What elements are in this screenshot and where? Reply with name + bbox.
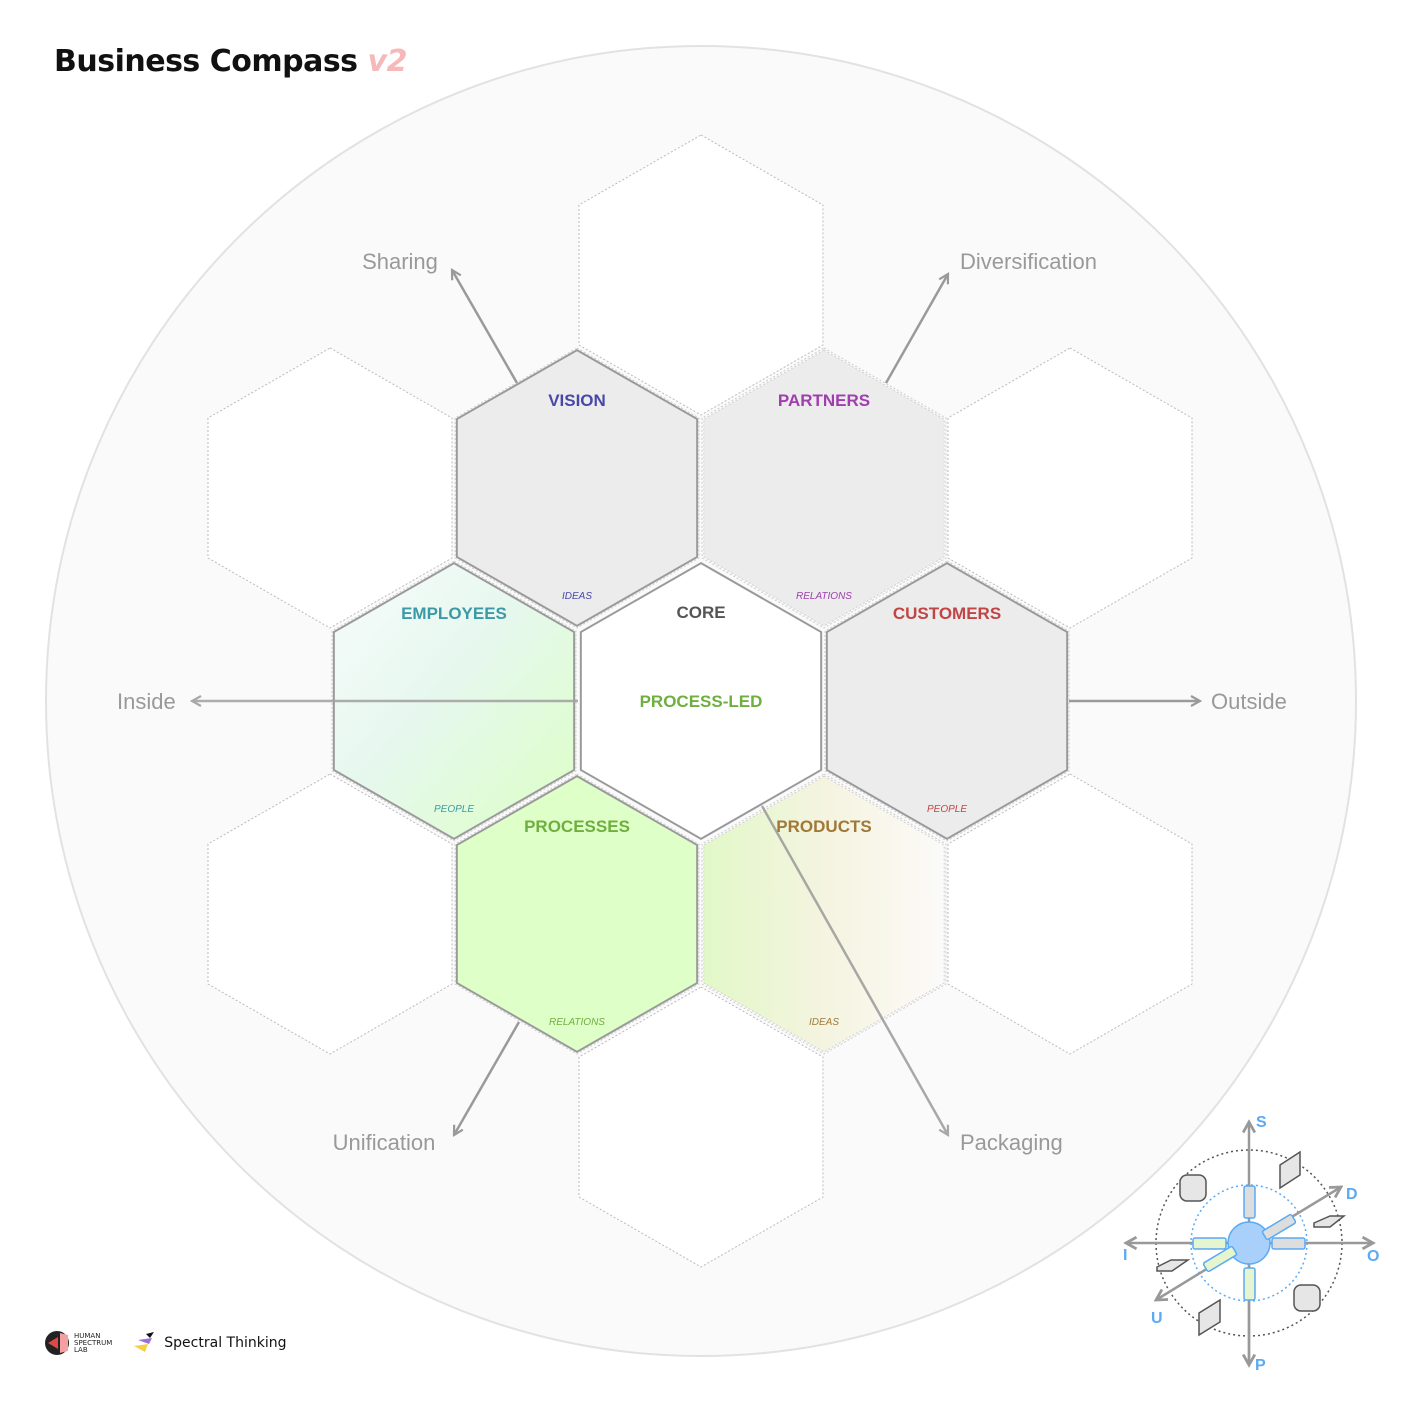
axis-label-inside: Inside: [117, 689, 176, 714]
arrow-packaging: [760, 805, 948, 1135]
title-text: Business Compass: [54, 44, 358, 79]
mini-label-d: D: [1346, 1186, 1358, 1203]
hex-label-vision: VISION: [548, 391, 606, 410]
empty-hex-bottom-right: [947, 773, 1193, 1055]
hex-processes: [455, 774, 699, 1054]
hex-sub-processes: RELATIONS: [549, 1017, 605, 1028]
axis-label-outside: Outside: [1211, 689, 1287, 714]
hex-outline-employees: [331, 560, 577, 842]
empty-hex-top: [578, 134, 824, 416]
hex-value-core: PROCESS-LED: [640, 692, 763, 711]
axis-arrows: [192, 270, 1200, 1135]
title-version: v2: [367, 44, 408, 79]
spectral-thinking-icon: [134, 1332, 155, 1352]
mini-label-u: U: [1151, 1310, 1163, 1327]
hex-outline-processes: [454, 773, 700, 1055]
mini-label-s: S: [1256, 1114, 1267, 1131]
hex-outline-vision: [454, 347, 700, 629]
empty-hex-bottom: [578, 986, 824, 1268]
hex-core: [579, 561, 823, 841]
hex-outline-partners: [701, 347, 947, 629]
hex-sub-employees: PEOPLE: [434, 804, 474, 815]
axis-label-packaging: Packaging: [960, 1130, 1063, 1155]
hex-outline-products: [701, 773, 947, 1055]
hex-label-products: PRODUCTS: [776, 817, 871, 836]
hex-label-core: CORE: [676, 603, 725, 622]
arrow-diversification: [884, 274, 948, 384]
hex-vision: [455, 348, 699, 628]
hex-sub-customers: PEOPLE: [927, 804, 967, 815]
hsl-line: LAB: [74, 1345, 88, 1354]
page-title: Business Compass v2: [54, 44, 407, 79]
hex-label-partners: PARTNERS: [778, 391, 870, 410]
hex-label-employees: EMPLOYEES: [401, 604, 507, 623]
arrow-sharing: [452, 270, 519, 384]
axis-label-sharing: Sharing: [362, 249, 438, 274]
axis-label-unification: Unification: [333, 1130, 436, 1155]
mini-label-p: P: [1255, 1357, 1266, 1374]
hex-label-processes: PROCESSES: [524, 817, 630, 836]
empty-hex-top-right: [947, 347, 1193, 629]
arrow-unification: [454, 1021, 521, 1135]
hsl-line: HUMAN: [74, 1331, 101, 1340]
empty-hex-bottom-left: [207, 773, 453, 1055]
axis-label-diversification: Diversification: [960, 249, 1097, 274]
mini-label-i: I: [1123, 1247, 1127, 1264]
empty-hex-top-left: [207, 347, 453, 629]
hex-customers: [825, 561, 1069, 841]
spectral-thinking-logo: Spectral Thinking: [134, 1332, 286, 1354]
mini-compass: S D I O U P: [1123, 1114, 1379, 1374]
hex-partners: [703, 349, 945, 627]
hex-label-customers: CUSTOMERS: [893, 604, 1001, 623]
hsl-line: SPECTRUM: [74, 1338, 113, 1347]
hex-outline-customers: [824, 560, 1070, 842]
hex-sub-vision: IDEAS: [562, 591, 592, 602]
spectral-thinking-text: Spectral Thinking: [164, 1335, 287, 1351]
hsl-logo-icon: [45, 1331, 69, 1355]
hex-sub-partners: RELATIONS: [796, 591, 852, 602]
mini-label-o: O: [1367, 1248, 1379, 1265]
hex-sub-products: IDEAS: [809, 1017, 839, 1028]
